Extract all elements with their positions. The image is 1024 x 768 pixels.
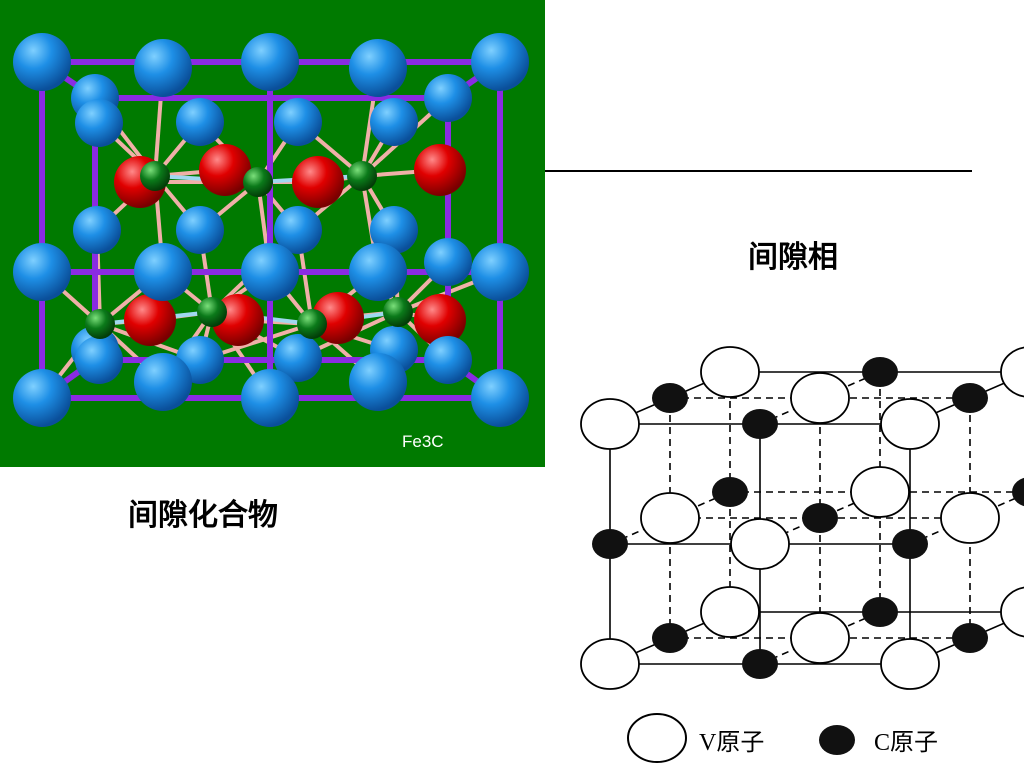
fe3c-crystal-model: Fe3C: [0, 0, 545, 467]
iron-atom: [471, 369, 529, 427]
c-atom: [652, 623, 688, 653]
c-atom: [802, 503, 838, 533]
legend-c-atom-symbol: [819, 725, 855, 755]
c-atom: [862, 357, 898, 387]
v-atom: [851, 467, 909, 517]
iron-atom: [176, 206, 224, 254]
iron-atom: [349, 353, 407, 411]
iron-atom: [134, 353, 192, 411]
iron-atom: [370, 98, 418, 146]
v-atom: [701, 347, 759, 397]
iron-atom: [349, 39, 407, 97]
carbon-atom: [124, 294, 176, 346]
iron-atom: [134, 243, 192, 301]
divider-line: [545, 170, 972, 172]
small-atom: [140, 161, 170, 191]
iron-atom: [471, 243, 529, 301]
c-atom: [742, 649, 778, 679]
iron-atom: [424, 74, 472, 122]
carbon-atom: [292, 156, 344, 208]
iron-atom: [13, 243, 71, 301]
iron-atom: [13, 369, 71, 427]
carbon-atom: [199, 144, 251, 196]
fe3c-label: Fe3C: [402, 432, 444, 452]
c-atom: [712, 477, 748, 507]
v-atom: [641, 493, 699, 543]
small-atom: [297, 309, 327, 339]
v-atom: [941, 493, 999, 543]
v-atom: [581, 399, 639, 449]
v-atom: [791, 613, 849, 663]
small-atom: [85, 309, 115, 339]
c-atom: [952, 623, 988, 653]
legend-v-atom-symbol: [628, 714, 686, 762]
iron-atom: [241, 243, 299, 301]
c-atom: [592, 529, 628, 559]
c-atom: [862, 597, 898, 627]
iron-atom: [241, 33, 299, 91]
c-atom: [742, 409, 778, 439]
iron-atom: [349, 243, 407, 301]
fe3c-model-drawing: [0, 0, 545, 467]
iron-atom: [13, 33, 71, 91]
v-atom: [791, 373, 849, 423]
v-atom: [731, 519, 789, 569]
caption-interstitial-compound: 间隙化合物: [128, 490, 278, 534]
c-atom: [892, 529, 928, 559]
c-atom: [1012, 477, 1024, 507]
v-atom: [1001, 347, 1024, 397]
iron-atom: [471, 33, 529, 91]
c-atom: [952, 383, 988, 413]
v-atom: [881, 399, 939, 449]
vc-lattice-drawing: [562, 292, 1024, 768]
legend-v-atom-label: V原子: [699, 722, 764, 757]
iron-atom: [134, 39, 192, 97]
v-atom: [701, 587, 759, 637]
iron-atom: [274, 98, 322, 146]
iron-atom: [424, 238, 472, 286]
iron-atom: [176, 98, 224, 146]
iron-atom: [75, 99, 123, 147]
v-atom: [1001, 587, 1024, 637]
small-atom: [347, 161, 377, 191]
iron-atom: [241, 369, 299, 427]
legend-c-atom-label: C原子: [874, 722, 938, 757]
iron-atom: [424, 336, 472, 384]
lattice-atoms: [581, 347, 1024, 689]
small-atom: [243, 167, 273, 197]
vc-lattice-diagram: [562, 292, 1024, 768]
v-atom: [881, 639, 939, 689]
iron-atom: [75, 336, 123, 384]
iron-atom: [73, 206, 121, 254]
carbon-atom: [414, 144, 466, 196]
small-atom: [383, 297, 413, 327]
small-atom: [197, 297, 227, 327]
c-atom: [652, 383, 688, 413]
v-atom: [581, 639, 639, 689]
caption-interstitial-phase: 间隙相: [748, 232, 838, 276]
